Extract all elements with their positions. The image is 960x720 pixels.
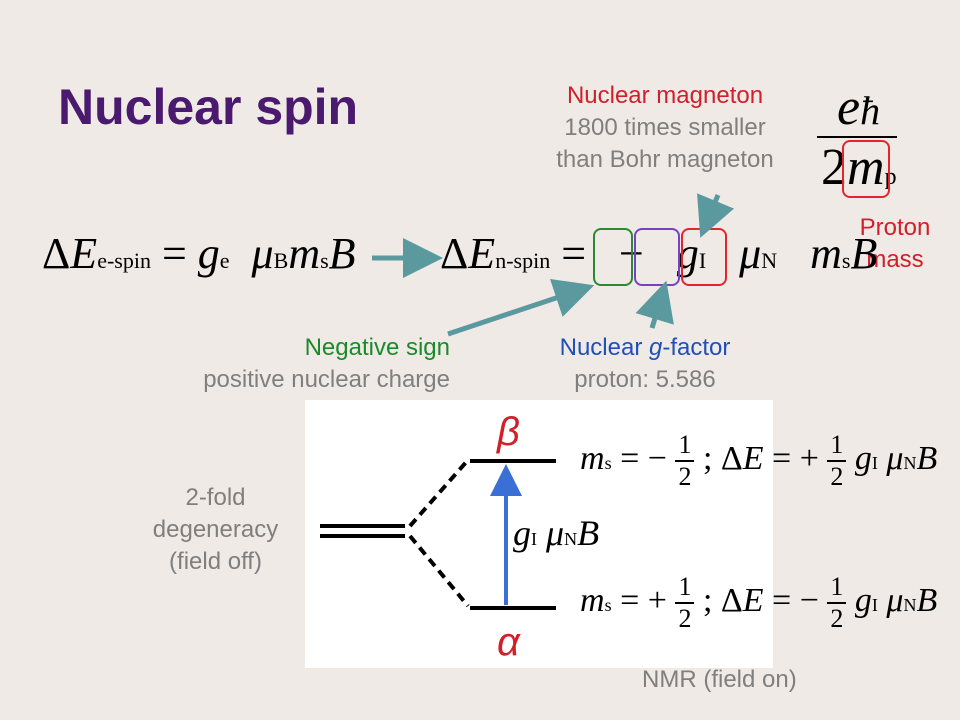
negative-sign-label: Negative sign [304,334,450,361]
nuclear-spin-equation: ΔEn-spin = − gI μN msB [440,229,878,278]
g-factor-label: Nuclear g-factor [559,334,731,361]
nuclear-magneton-desc-1: 1800 times smaller [564,114,766,141]
proton-mass-line2: mass [866,246,924,273]
degeneracy-line1: 2-fold [185,484,246,511]
beta-label: β [497,410,520,454]
arrow-neg-to-box [447,278,595,337]
negative-sign-desc: positive nuclear charge [203,366,450,393]
degeneracy-note: 2-fold degeneracy (field off) [138,482,293,578]
proton-mass-box [842,140,890,198]
degeneracy-line2: degeneracy [152,516,279,543]
nuclear-magneton-desc-2: than Bohr magneton [556,146,774,173]
slide-title: Nuclear spin [58,79,359,135]
arrow-g-to-box [635,280,674,329]
formula-numerator: eħ [837,79,881,136]
nmr-label: NMR (field on) [642,666,797,693]
g-factor-value: proton: 5.586 [574,366,716,393]
split-dash-down [408,534,470,608]
fraction-bar [817,136,897,138]
electron-spin-equation: ΔEe-spin = ge μBmsB [42,229,356,278]
negative-sign-note: Negative sign positive nuclear charge [110,332,450,396]
nuclear-magneton-label: Nuclear magneton [566,82,764,109]
nuclear-magneton-note: Nuclear magneton 1800 times smaller than… [515,80,815,176]
negative-sign-box [593,228,633,286]
split-dash-up [408,458,470,528]
proton-mass-line1: Proton [859,214,931,241]
degeneracy-line3: (field off) [169,548,262,575]
nuclear-magneton-formula: eħ 2mp [815,78,905,198]
alpha-label: α [497,620,520,664]
proton-mass-note: Proton mass [840,212,950,276]
transition-energy: gI μNB [513,513,600,553]
arrow-nm-to-box [697,193,735,238]
g-factor-note: Nuclear g-factor proton: 5.586 [510,332,780,396]
